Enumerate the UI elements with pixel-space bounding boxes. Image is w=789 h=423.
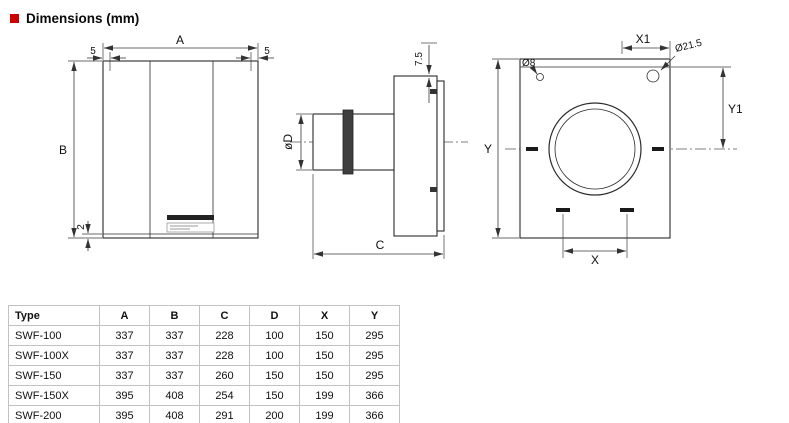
dim-label-two: 2 [76, 224, 87, 230]
dim-label-seven-five: 7.5 [414, 52, 425, 66]
column-header-b: B [149, 305, 200, 326]
table-cell: 254 [199, 385, 250, 406]
column-header-x: X [299, 305, 350, 326]
table-cell: 291 [199, 405, 250, 423]
dim-label-y1: Y1 [728, 102, 743, 116]
dim-label-dia-d: øD [281, 134, 295, 150]
table-cell: 337 [149, 365, 200, 386]
dim-label-dia8: Ø8 [522, 58, 536, 69]
page-title: Dimensions (mm) [26, 10, 140, 26]
table-row: SWF-100 337 337 228 100 150 295 [8, 325, 400, 346]
dim-label-dia21-5: Ø21.5 [674, 38, 704, 55]
column-header-y: Y [349, 305, 400, 326]
column-header-d: D [249, 305, 300, 326]
dim-label-a: A [176, 33, 184, 47]
table-cell: 260 [199, 365, 250, 386]
dimensions-table: Type A B C D X Y SWF-100 337 337 228 100… [8, 305, 400, 423]
table-cell: 150 [299, 365, 350, 386]
table-cell: 337 [99, 365, 150, 386]
column-header-a: A [99, 305, 150, 326]
column-header-c: C [199, 305, 250, 326]
dim-label-c: C [376, 238, 385, 252]
duct-spigot [312, 113, 395, 171]
front-view-drawing: A 5 5 B 2 [59, 33, 274, 251]
table-cell-type: SWF-150 [8, 365, 100, 386]
table-cell: 337 [99, 345, 150, 366]
duct-seal-ring [342, 109, 354, 175]
table-cell: 337 [149, 325, 200, 346]
mounting-hole-small [536, 73, 544, 81]
table-row: SWF-150X 395 408 254 150 199 366 [8, 385, 400, 406]
table-cell: 228 [199, 325, 250, 346]
table-cell-type: SWF-150X [8, 385, 100, 406]
table-row: SWF-200 395 408 291 200 199 366 [8, 405, 400, 423]
mounting-hole-large [646, 69, 660, 83]
table-cell: 337 [149, 345, 200, 366]
table-cell: 150 [299, 325, 350, 346]
dim-label-b: B [59, 143, 67, 157]
dim-label-y: Y [484, 142, 492, 156]
table-cell: 295 [349, 345, 400, 366]
section-bullet-icon [10, 13, 19, 23]
table-cell: 295 [349, 325, 400, 346]
dim-label-five-right: 5 [264, 46, 270, 57]
side-view-drawing: øD 7.5 C [281, 42, 468, 259]
table-cell: 100 [249, 325, 300, 346]
dim-label-x1: X1 [636, 32, 651, 46]
column-header-type: Type [8, 305, 100, 326]
dim-label-five-left: 5 [90, 46, 96, 57]
table-cell: 150 [249, 385, 300, 406]
table-cell: 228 [199, 345, 250, 366]
table-cell: 366 [349, 385, 400, 406]
table-cell: 408 [149, 385, 200, 406]
table-cell-type: SWF-200 [8, 405, 100, 423]
table-cell: 366 [349, 405, 400, 423]
dim-label-x: X [591, 253, 599, 267]
table-cell-type: SWF-100X [8, 345, 100, 366]
table-cell: 395 [99, 405, 150, 423]
table-cell-type: SWF-100 [8, 325, 100, 346]
table-cell: 150 [249, 365, 300, 386]
table-cell: 408 [149, 405, 200, 423]
duct-opening-circle [548, 102, 642, 196]
table-cell: 200 [249, 405, 300, 423]
table-cell: 199 [299, 405, 350, 423]
table-row: SWF-150 337 337 260 150 150 295 [8, 365, 400, 386]
table-cell: 395 [99, 385, 150, 406]
table-row: SWF-100X 337 337 228 100 150 295 [8, 345, 400, 366]
table-cell: 199 [299, 385, 350, 406]
table-cell: 150 [299, 345, 350, 366]
table-cell: 295 [349, 365, 400, 386]
technical-drawing: A 5 5 B 2 [59, 32, 743, 267]
section-header: Dimensions (mm) [0, 0, 789, 27]
table-header-row: Type A B C D X Y [8, 305, 400, 326]
table-cell: 337 [99, 325, 150, 346]
rear-view-drawing: Y Y1 X1 X Ø8 Ø21.5 [484, 32, 743, 267]
product-label-sticker [166, 215, 215, 233]
table-cell: 100 [249, 345, 300, 366]
